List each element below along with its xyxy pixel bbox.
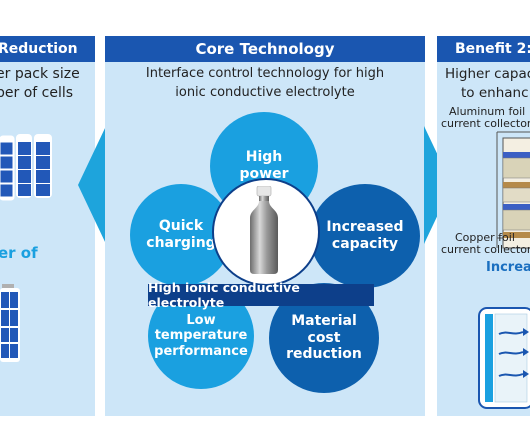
circle-increased-capacity-line2: capacity — [331, 236, 399, 252]
circle-material-cost-line2: cost — [307, 329, 341, 346]
battery-cells-top — [0, 134, 52, 201]
left-header-text: Reduction — [0, 41, 78, 57]
label-aluminum-line2: current collector — [441, 117, 530, 130]
circle-quick-charging-line2: charging — [146, 235, 216, 251]
left-highlight: er of — [0, 244, 38, 262]
left-text-line2: ber of cells — [0, 85, 74, 101]
center-header-text: Core Technology — [195, 40, 335, 58]
circle-high-power-line1: High — [245, 149, 283, 166]
bottle-icon — [250, 186, 278, 274]
circle-increased-capacity-line1: Increased — [326, 219, 404, 236]
right-highlight: Increa — [486, 260, 530, 275]
circle-material-cost-line1: Material — [291, 313, 357, 330]
center-subtitle-line2: ionic conductive electrolyte — [175, 85, 355, 100]
label-copper-line2: current collector — [441, 243, 530, 256]
right-panel: Benefit 2: Higher capac to enhanc Alumin… — [437, 36, 530, 416]
right-header-text: Benefit 2: — [455, 41, 530, 57]
battery-cell-bottom — [0, 284, 20, 362]
label-aluminum-line1: Aluminum foil — [449, 105, 526, 118]
left-text-line1: er pack size — [0, 66, 80, 82]
right-text-line2: to enhanc — [461, 85, 529, 101]
label-copper-line1: Copper foil — [455, 231, 515, 244]
circle-low-temperature-line1: Low — [186, 313, 216, 328]
circle-quick-charging-line1: Quick — [158, 218, 204, 235]
circle-low-temperature-line2: temperature — [154, 328, 248, 344]
left-panel: Reduction er pack size ber of cells er o… — [0, 36, 95, 416]
cell-column-2 — [16, 134, 32, 198]
electrolyte-banner: High ionic conductive electrolyte — [148, 280, 374, 310]
center-subtitle-line1: Interface control technology for high — [145, 66, 385, 81]
electrolyte-banner-text: High ionic conductive electrolyte — [148, 280, 300, 310]
circle-material-cost-line3: reduction — [286, 346, 362, 363]
left-arrow — [78, 126, 106, 244]
right-text-line1: Higher capac — [445, 66, 530, 82]
electrode-stack — [496, 131, 530, 249]
cell-illustration-bottom — [478, 307, 530, 409]
circle-low-temperature-line3: performance — [154, 343, 248, 359]
cell-column-1 — [0, 135, 15, 201]
right-panel-header: Benefit 2: — [437, 36, 530, 62]
circle-increased-capacity: Increased capacity — [310, 184, 420, 288]
cell-column-3 — [34, 134, 52, 198]
left-panel-header: Reduction — [0, 36, 95, 62]
center-panel-header: Core Technology — [105, 36, 425, 62]
